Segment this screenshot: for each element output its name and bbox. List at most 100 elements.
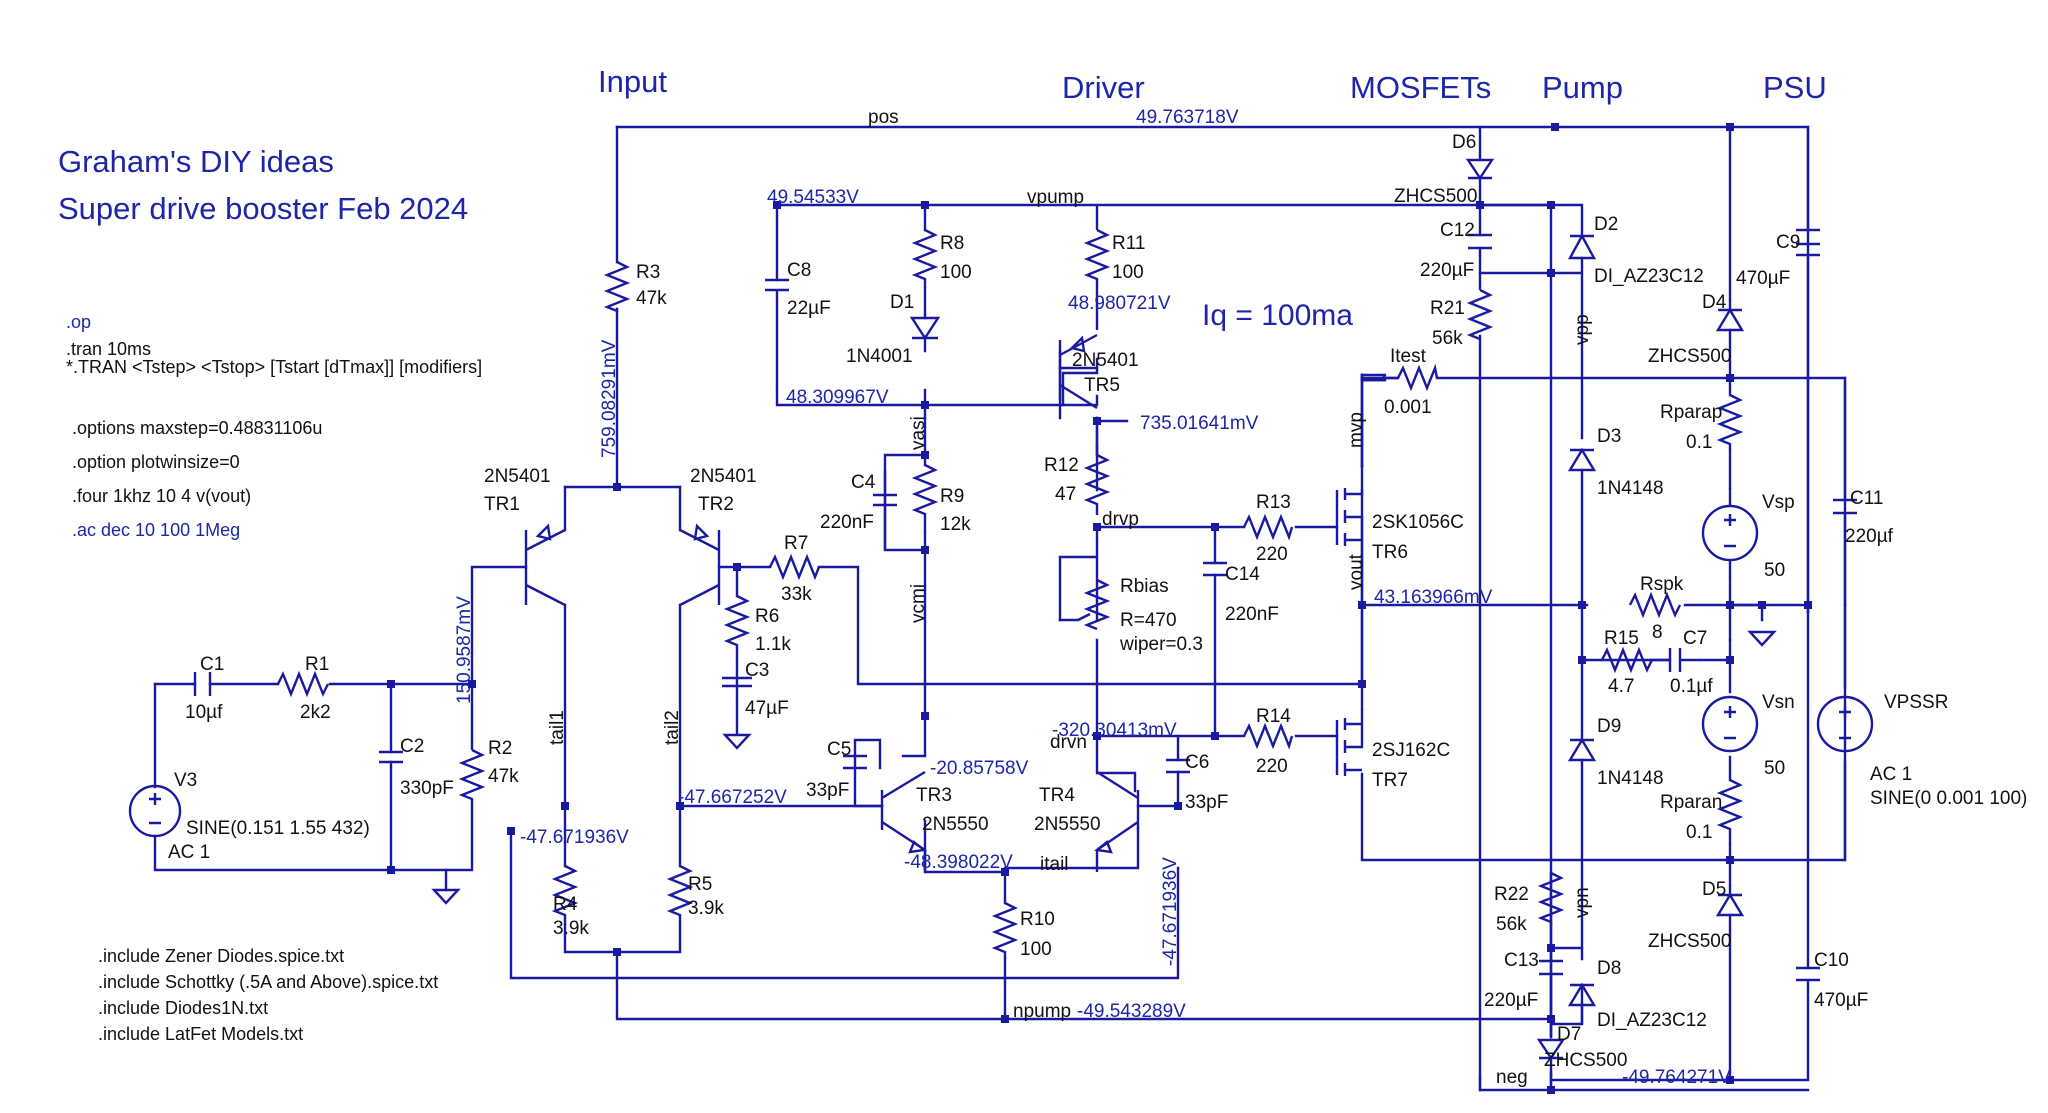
d7-symbol	[1536, 1038, 1566, 1061]
ground-right-symbol	[1747, 630, 1777, 647]
r10-symbol	[991, 901, 1019, 958]
c2-value: 330pF	[400, 778, 454, 799]
c5-value: 33pF	[806, 780, 849, 801]
d1-value: 1N4001	[846, 346, 913, 367]
r22-symbol	[1537, 871, 1565, 926]
junction-dots	[387, 123, 1812, 1094]
v-r3: 759.08291mV	[599, 339, 620, 458]
d9-symbol	[1567, 730, 1597, 762]
r9-symbol	[911, 463, 939, 532]
d5-value: ZHCS500	[1648, 931, 1731, 952]
tr5-value: 2N5401	[1072, 350, 1139, 371]
tr6-name: TR6	[1372, 542, 1408, 563]
v3-symbol	[128, 784, 182, 838]
c13-symbol	[1539, 959, 1563, 976]
r15-name: R15	[1604, 628, 1639, 649]
net-itail: itail	[1040, 854, 1069, 875]
r9-name: R9	[940, 486, 964, 507]
v-tr5-emitter: 735.01641mV	[1140, 413, 1259, 434]
r21-value: 56k	[1432, 328, 1463, 349]
c4-value: 220nF	[820, 512, 874, 533]
directive-ac: .ac dec 10 100 1Meg	[72, 520, 240, 540]
title-line-1: Graham's DIY ideas	[58, 144, 334, 179]
vsn-symbol	[1701, 695, 1759, 753]
v-neg: -49.764271V	[1622, 1067, 1731, 1088]
section-mosfets: MOSFETs	[1350, 70, 1491, 105]
r1-symbol	[276, 670, 330, 698]
d2-name: D2	[1594, 214, 1618, 235]
c6-name: C6	[1185, 752, 1209, 773]
r6-value: 1.1k	[755, 634, 791, 655]
directive-four: .four 1khz 10 4 v(vout)	[72, 486, 251, 506]
itest-name: Itest	[1390, 346, 1427, 367]
net-neg: neg	[1496, 1067, 1528, 1088]
c3-name: C3	[745, 660, 769, 681]
d1-symbol	[909, 316, 941, 341]
r10-value: 100	[1020, 939, 1052, 960]
directive-include-1: .include Zener Diodes.spice.txt	[98, 946, 344, 966]
d4-name: D4	[1702, 292, 1727, 313]
r21-name: R21	[1430, 298, 1465, 319]
r21-symbol	[1466, 273, 1494, 341]
r10-name: R10	[1020, 909, 1055, 930]
tr7-name: TR7	[1372, 770, 1408, 791]
title-line-2: Super drive booster Feb 2024	[58, 191, 468, 226]
r2-value: 47k	[488, 766, 519, 787]
r12-name: R12	[1044, 455, 1079, 476]
section-headings: Input Driver MOSFETs Pump PSU	[598, 64, 1827, 105]
tr2-value: 2N5401	[690, 466, 757, 487]
directive-include-4: .include LatFet Models.txt	[98, 1024, 303, 1044]
r12-value: 47	[1055, 484, 1076, 505]
c4-symbol	[873, 470, 897, 550]
v-tr3-emitter: -20.85758V	[930, 758, 1029, 779]
rparap-symbol	[1716, 393, 1744, 450]
r11-symbol	[1083, 205, 1111, 330]
tr1-name: TR1	[484, 494, 520, 515]
r4-symbol	[551, 864, 579, 925]
r1-name: R1	[305, 654, 329, 675]
ground-symbol	[431, 888, 461, 905]
c10-symbol	[1796, 966, 1820, 990]
r6-name: R6	[755, 606, 779, 627]
d6-name: D6	[1452, 132, 1476, 153]
directive-tran-help: *.TRAN <Tstep> <Tstop> [Tstart [dTmax]] …	[66, 357, 482, 377]
directive-op: .op	[66, 312, 91, 332]
tr7-symbol	[1335, 709, 1364, 776]
d6-value: ZHCS500	[1394, 186, 1477, 207]
d3-name: D3	[1597, 426, 1621, 447]
r5-symbol	[666, 864, 694, 925]
v-r10: -47.671936V	[1160, 857, 1181, 966]
schematic-title: Graham's DIY ideas Super drive booster F…	[58, 144, 468, 226]
c5-name: C5	[827, 739, 851, 760]
tr3-name: TR3	[916, 785, 952, 806]
directive-include-2: .include Schottky (.5A and Above).spice.…	[98, 972, 438, 992]
r5-value: 3.9k	[688, 898, 724, 919]
r4-value: 3.9k	[553, 918, 589, 939]
r3-value: 47k	[636, 288, 667, 309]
spice-directives: .op .tran 10ms *.TRAN <Tstep> <Tstop> [T…	[66, 312, 482, 1044]
tr3-symbol	[880, 770, 927, 872]
v3-extra: AC 1	[168, 842, 210, 863]
c2-name: C2	[400, 736, 424, 757]
c1-name: C1	[200, 654, 224, 675]
c3-value: 47µF	[745, 698, 789, 719]
net-vpump: vpump	[1027, 187, 1084, 208]
rspk-value: 8	[1652, 622, 1663, 643]
r2-name: R2	[488, 738, 512, 759]
c12-symbol	[1468, 233, 1492, 250]
d4-value: ZHCS500	[1648, 346, 1731, 367]
net-npump: npump	[1013, 1001, 1071, 1022]
rbias-value: R=470	[1120, 610, 1177, 631]
d5-name: D5	[1702, 879, 1726, 900]
vsp-symbol	[1701, 488, 1759, 578]
net-pos: pos	[868, 107, 899, 128]
directive-options: .options maxstep=0.48831106u	[72, 418, 322, 438]
c13-name: C13	[1504, 950, 1539, 971]
c10-value: 470µF	[1814, 990, 1868, 1011]
c14-value: 220nF	[1225, 604, 1279, 625]
tr4-value: 2N5550	[1034, 814, 1101, 835]
r12-symbol	[1083, 453, 1111, 515]
c12-name: C12	[1440, 220, 1475, 241]
r11-value: 100	[1112, 262, 1144, 283]
